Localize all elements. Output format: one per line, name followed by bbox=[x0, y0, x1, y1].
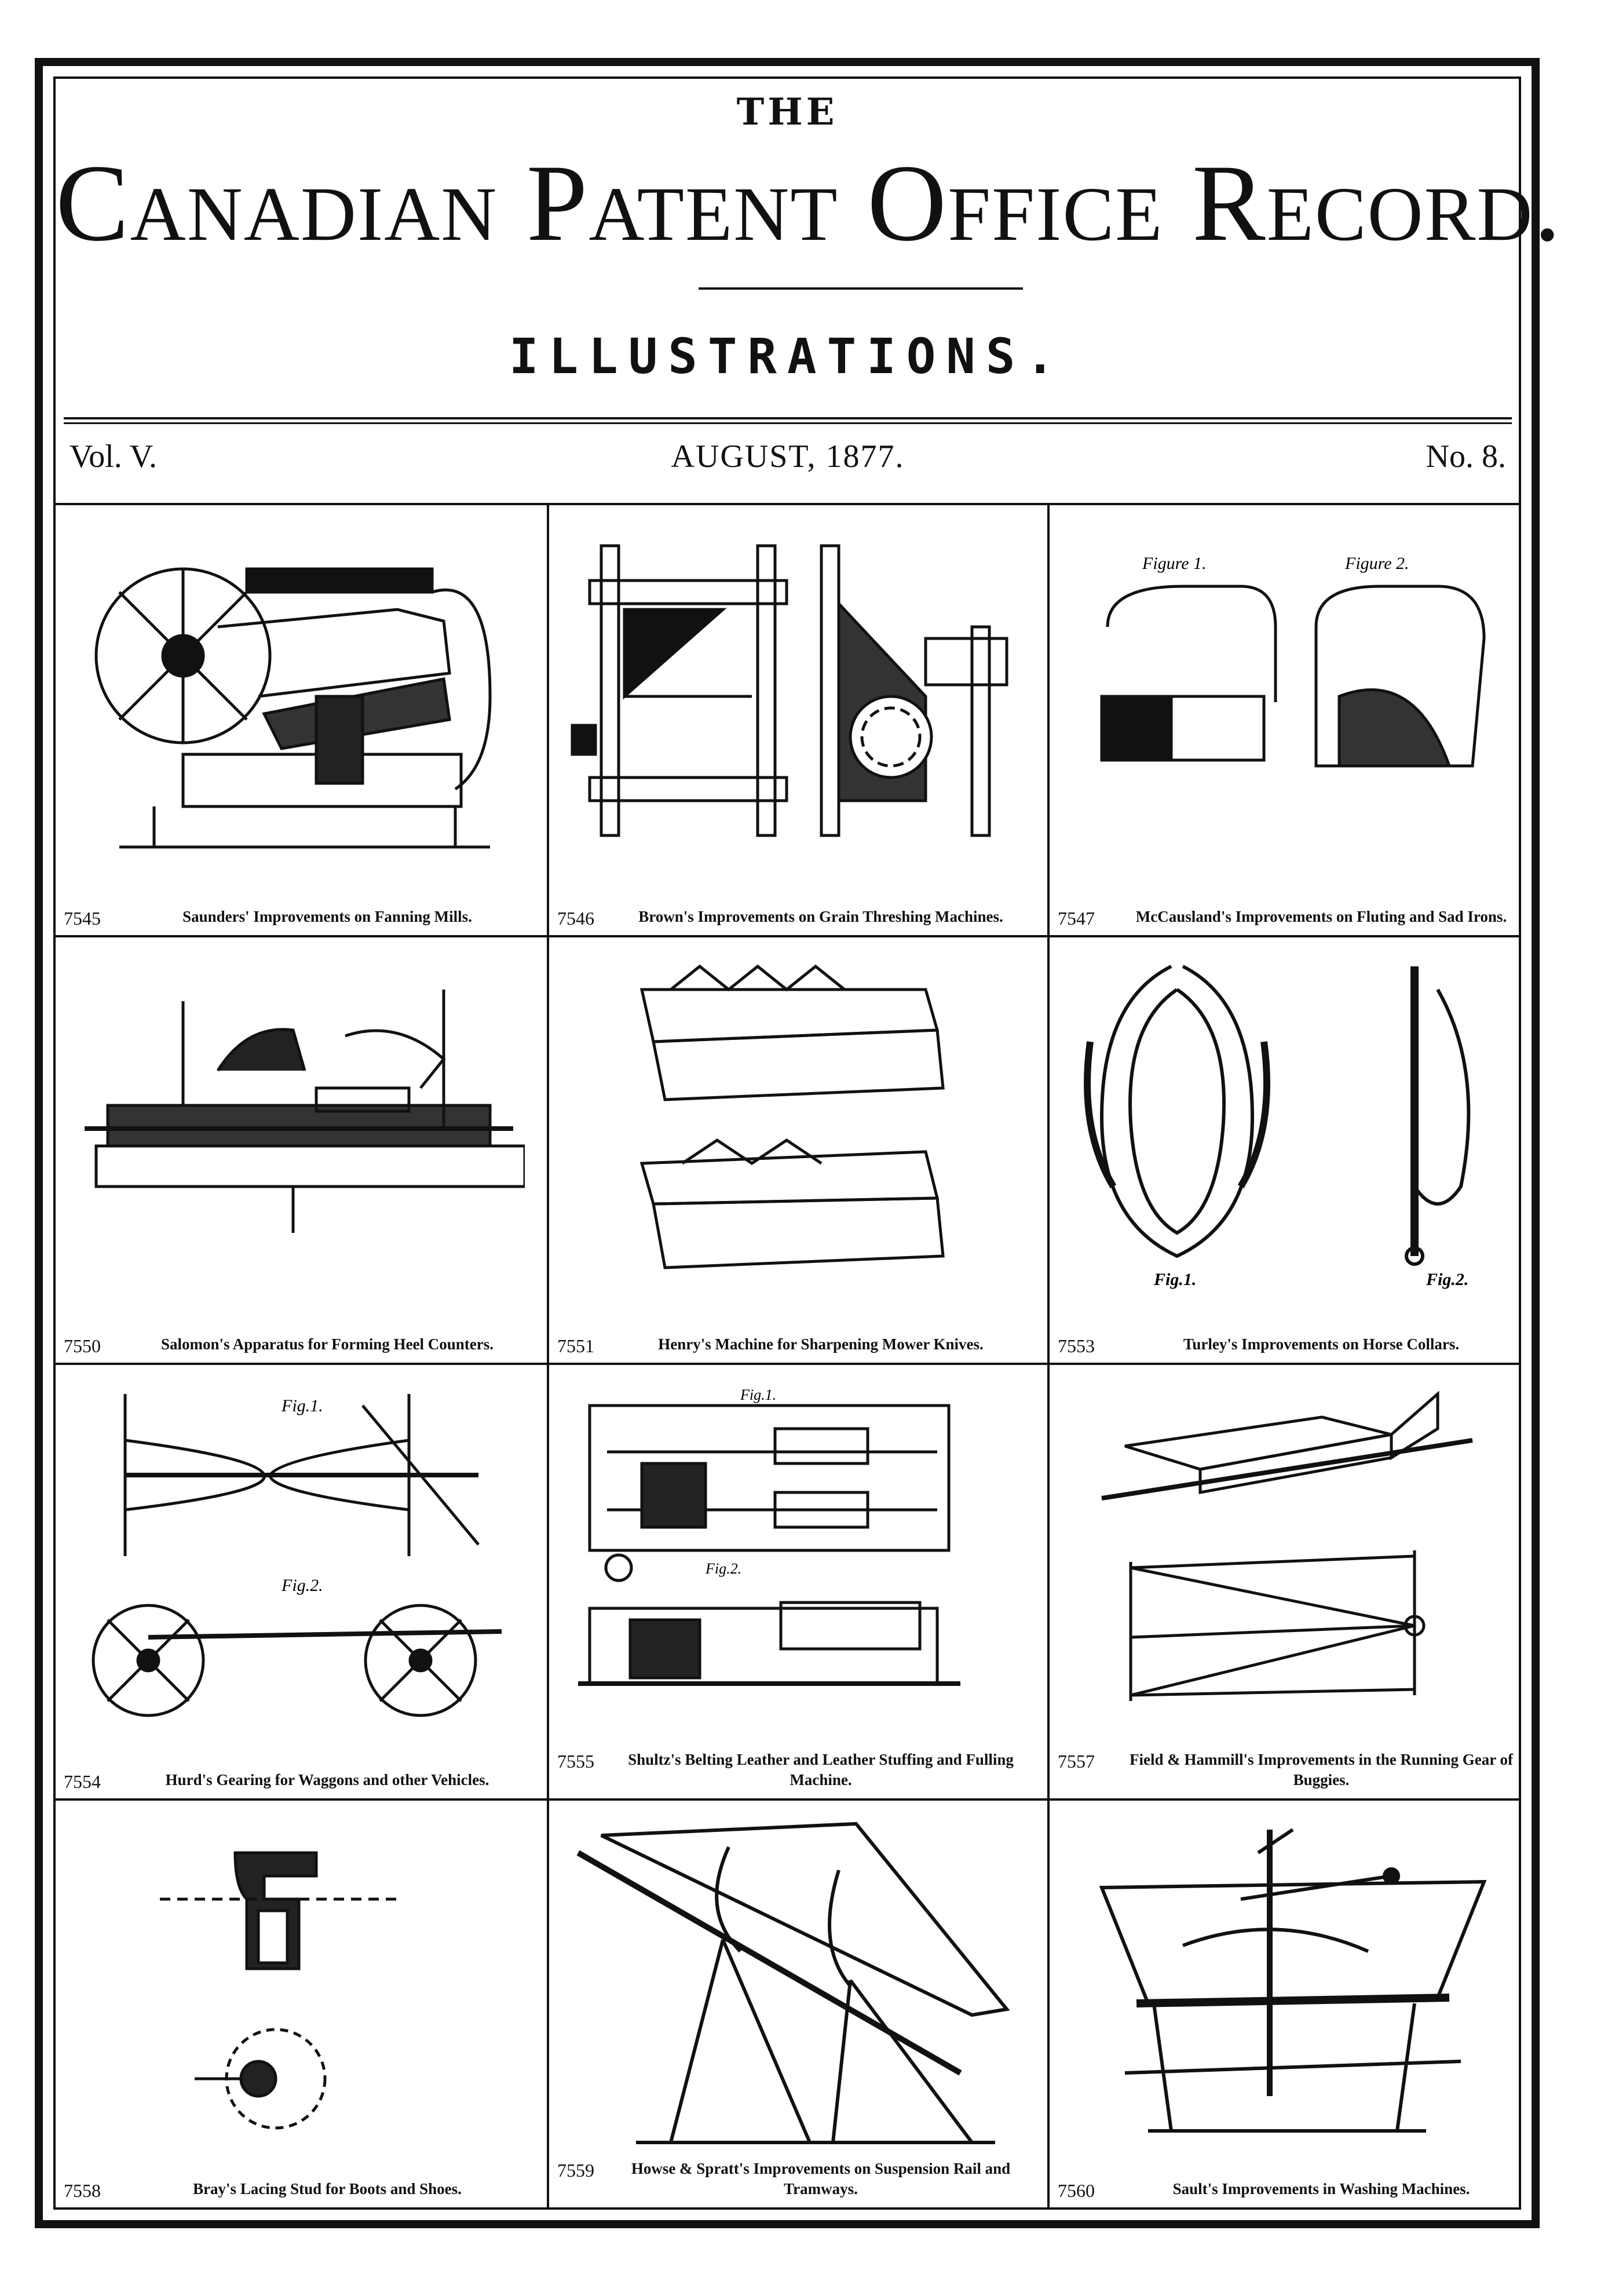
patent-number: 7554 bbox=[64, 1771, 101, 1792]
title-rule bbox=[699, 287, 1023, 290]
patent-number: 7553 bbox=[1058, 1335, 1095, 1356]
washing-machine-drawing bbox=[1099, 1828, 1487, 2133]
patent-number: 7545 bbox=[64, 907, 101, 929]
caption-7546: 7546 Brown's Improvements on Grain Thres… bbox=[557, 907, 1026, 929]
grain-threshing-drawing bbox=[571, 544, 1008, 837]
rule-above-issue bbox=[64, 417, 1512, 424]
caption-7558: 7558 Bray's Lacing Stud for Boots and Sh… bbox=[64, 2179, 533, 2201]
buggy-running-gear-drawing bbox=[1101, 1390, 1473, 1701]
patent-number: 7551 bbox=[557, 1335, 594, 1356]
patent-number: 7559 bbox=[557, 2159, 594, 2181]
illustration-grid bbox=[56, 503, 1519, 2207]
sad-iron-drawing: Figure 1. Figure 2. bbox=[1100, 554, 1486, 768]
illustration-cell-7551: 7551 Henry's Machine for Sharpening Mowe… bbox=[549, 937, 1047, 1363]
section-title: ILLUSTRATIONS. bbox=[509, 328, 1065, 385]
grid-divider-h2 bbox=[56, 1363, 1519, 1365]
page-border-outer bbox=[35, 58, 1540, 2228]
volume-number: Vol. V. bbox=[70, 439, 157, 474]
caption-7551: 7551 Henry's Machine for Sharpening Mowe… bbox=[557, 1334, 1026, 1356]
page-border-inner bbox=[53, 76, 1521, 2210]
illustration-cell-7550: 7550 Salomon's Apparatus for Forming Hee… bbox=[56, 937, 547, 1363]
patent-number: 7558 bbox=[64, 2180, 101, 2201]
horse-collar-drawing: Fig.1. Fig.2. bbox=[1084, 965, 1471, 1289]
caption-7560: 7560 Sault's Improvements in Washing Mac… bbox=[1058, 2179, 1527, 2201]
patent-number: 7560 bbox=[1058, 2180, 1095, 2201]
issue-number: No. 8. bbox=[1426, 439, 1506, 474]
caption-text: Shultz's Belting Leather and Leather Stu… bbox=[628, 1750, 1014, 1788]
figure-label: Fig.1. bbox=[740, 1386, 776, 1403]
caption-7547: 7547 McCausland's Improvements on Flutin… bbox=[1058, 907, 1527, 929]
figure-label: Figure 1. bbox=[1142, 554, 1207, 573]
patent-number: 7547 bbox=[1058, 907, 1095, 929]
grid-divider-v1 bbox=[547, 503, 549, 2207]
lacing-stud-drawing bbox=[160, 1851, 397, 2130]
figure-label: Fig.1. bbox=[281, 1396, 323, 1415]
illustration-cell-7555: Fig.1. Fig.2. 7555 Shultz's Belting Leat… bbox=[549, 1365, 1047, 1798]
fanning-mill-drawing bbox=[94, 567, 492, 849]
illustration-cell-7558: 7558 Bray's Lacing Stud for Boots and Sh… bbox=[56, 1801, 547, 2207]
patent-number: 7546 bbox=[557, 907, 594, 929]
issue-line: Vol. V. AUGUST, 1877. No. 8. bbox=[64, 438, 1512, 479]
figure-label: Fig.2. bbox=[705, 1560, 741, 1577]
masthead-the: THE bbox=[736, 90, 838, 134]
grid-divider-h1 bbox=[56, 935, 1519, 937]
caption-text: Field & Hammill's Improvements in the Ru… bbox=[1129, 1750, 1513, 1788]
figure-label: Fig.1. bbox=[1153, 1270, 1196, 1289]
illustration-cell-7553: Fig.1. Fig.2. 7553 Turley's Improvements… bbox=[1050, 937, 1519, 1363]
illustration-cell-7554: Fig.1. Fig.2. 7554 Hurd's Gearing for Wa… bbox=[56, 1365, 547, 1798]
waggon-gearing-drawing: Fig.1. Fig.2. bbox=[92, 1394, 502, 1717]
illustration-cell-7545: 7545 Saunders' Improvements on Fanning M… bbox=[56, 505, 547, 935]
illustration-cell-7546: 7546 Brown's Improvements on Grain Thres… bbox=[549, 505, 1047, 935]
publication-title: Canadian Patent Office Record. bbox=[56, 143, 1562, 264]
caption-7557: 7557 Field & Hammill's Improvements in t… bbox=[1058, 1750, 1527, 1790]
caption-text: Bray's Lacing Stud for Boots and Shoes. bbox=[193, 2180, 462, 2198]
caption-text: McCausland's Improvements on Fluting and… bbox=[1135, 907, 1507, 925]
caption-7559: 7559 Howse & Spratt's Improvements on Su… bbox=[557, 2159, 1026, 2199]
heel-counter-drawing bbox=[85, 990, 525, 1233]
illustration-cell-7547: Figure 1. Figure 2. 7547 McCausland's Im… bbox=[1050, 505, 1519, 935]
patent-number: 7557 bbox=[1058, 1750, 1095, 1772]
caption-7555: 7555 Shultz's Belting Leather and Leathe… bbox=[557, 1750, 1026, 1790]
caption-text: Sault's Improvements in Washing Machines… bbox=[1172, 2180, 1470, 2198]
patent-number: 7555 bbox=[557, 1750, 594, 1772]
mower-knife-drawing bbox=[639, 964, 945, 1269]
caption-text: Hurd's Gearing for Waggons and other Veh… bbox=[165, 1771, 489, 1788]
caption-7553: 7553 Turley's Improvements on Horse Coll… bbox=[1058, 1334, 1527, 1356]
caption-text: Brown's Improvements on Grain Threshing … bbox=[638, 907, 1003, 925]
grid-divider-v2 bbox=[1047, 503, 1050, 2207]
caption-7554: 7554 Hurd's Gearing for Waggons and othe… bbox=[64, 1770, 533, 1792]
grid-divider-h3 bbox=[56, 1798, 1519, 1801]
figure-label: Fig.2. bbox=[281, 1576, 323, 1595]
caption-text: Howse & Spratt's Improvements on Suspens… bbox=[631, 2159, 1011, 2198]
caption-7550: 7550 Salomon's Apparatus for Forming Hee… bbox=[64, 1334, 533, 1356]
caption-text: Turley's Improvements on Horse Collars. bbox=[1183, 1335, 1460, 1353]
illustration-cell-7559: 7559 Howse & Spratt's Improvements on Su… bbox=[549, 1801, 1047, 2207]
caption-7545: 7545 Saunders' Improvements on Fanning M… bbox=[64, 907, 533, 929]
belting-leather-drawing: Fig.1. Fig.2. bbox=[578, 1386, 960, 1686]
figure-label: Fig.2. bbox=[1426, 1270, 1468, 1289]
masthead: THE Canadian Patent Office Record. ILLUS… bbox=[56, 79, 1562, 415]
suspension-rail-drawing bbox=[576, 1822, 1010, 2144]
caption-text: Henry's Machine for Sharpening Mower Kni… bbox=[658, 1335, 984, 1353]
issue-date: AUGUST, 1877. bbox=[671, 439, 905, 474]
caption-text: Saunders' Improvements on Fanning Mills. bbox=[182, 907, 472, 925]
illustration-cell-7560: 7560 Sault's Improvements in Washing Mac… bbox=[1050, 1801, 1519, 2207]
patent-number: 7550 bbox=[64, 1335, 101, 1356]
figure-label: Figure 2. bbox=[1344, 554, 1409, 573]
caption-text: Salomon's Apparatus for Forming Heel Cou… bbox=[160, 1335, 494, 1353]
illustration-cell-7557: 7557 Field & Hammill's Improvements in t… bbox=[1050, 1365, 1519, 1798]
